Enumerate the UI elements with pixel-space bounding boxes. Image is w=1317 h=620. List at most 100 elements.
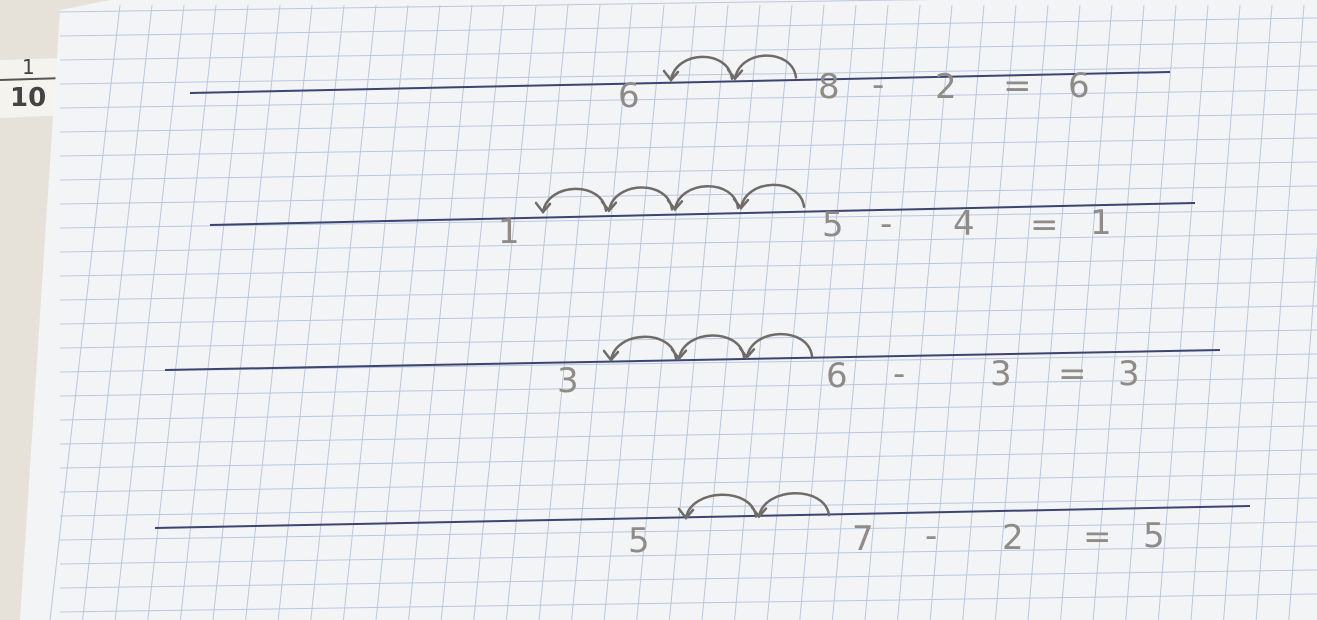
margin-numerator: 1 — [22, 55, 35, 79]
grid-vertical-line — [1288, 246, 1317, 620]
arrowhead — [670, 348, 688, 361]
equation-step: 2 — [1002, 518, 1024, 558]
jump-arc — [733, 54, 798, 80]
grid-horizontal-line — [59, 281, 1317, 301]
landing-number: 5 — [628, 521, 650, 561]
landing-number: 3 — [557, 361, 579, 401]
grid-vertical-line — [408, 4, 473, 620]
equation-step: 4 — [953, 204, 975, 244]
arrowhead — [602, 349, 620, 362]
grid-vertical-line — [962, 4, 1017, 620]
problem-4: 5 7 - 2 = 5 — [628, 516, 1165, 561]
grid-vertical-line — [994, 4, 1049, 620]
equation-operator: - — [880, 204, 892, 244]
equation-step: 2 — [935, 67, 957, 107]
grid-vertical-line — [799, 4, 857, 620]
grid-horizontal-line — [59, 17, 1317, 37]
margin-card — [0, 58, 70, 118]
problem-3: 3 6 - 3 = 3 — [557, 354, 1140, 401]
grid-vertical-line — [473, 4, 537, 620]
grid-vertical-line — [734, 4, 793, 620]
grid-vertical-line — [375, 4, 441, 620]
margin-denominator: 10 — [10, 83, 46, 113]
equation-equals: = — [1030, 205, 1059, 245]
arrowhead — [662, 69, 680, 82]
grid-horizontal-line — [59, 569, 1317, 589]
grid-horizontal-line — [59, 185, 1317, 205]
grid-lines — [49, 0, 1317, 620]
equation-result: 3 — [1118, 354, 1140, 394]
equation-result: 5 — [1143, 516, 1165, 556]
grid-horizontal-line — [59, 137, 1317, 157]
grid-horizontal-line — [59, 0, 933, 13]
arrowhead — [738, 347, 756, 360]
grid-vertical-line — [1125, 4, 1177, 620]
number-line-3 — [164, 349, 1221, 371]
equation-result: 1 — [1090, 203, 1112, 243]
grid-vertical-line — [147, 4, 217, 620]
grid-vertical-line — [571, 4, 633, 620]
grid-vertical-line — [1190, 4, 1241, 620]
grid-vertical-line — [342, 4, 409, 620]
grid-horizontal-line — [59, 209, 1317, 229]
grid-horizontal-line — [59, 41, 1317, 61]
arrowhead — [677, 507, 695, 520]
grid-vertical-line — [1255, 4, 1305, 620]
jump-arc — [739, 183, 806, 210]
equation-step: 3 — [990, 354, 1012, 394]
grid-horizontal-line — [59, 65, 1317, 85]
grid-vertical-line — [1060, 4, 1113, 620]
grid-vertical-line — [766, 4, 825, 620]
equation-start: 6 — [826, 356, 848, 396]
equation-start: 5 — [822, 205, 844, 245]
arrowhead — [732, 197, 750, 211]
grid-horizontal-line — [59, 329, 1317, 349]
equation-operator: - — [893, 354, 905, 394]
equation-operator: - — [872, 65, 884, 105]
grid-horizontal-line — [59, 497, 1317, 517]
jump-arc — [745, 332, 814, 359]
grid-vertical-line — [82, 4, 153, 620]
number-line-2 — [209, 202, 1196, 226]
grid-horizontal-line — [59, 233, 1317, 253]
arrowhead — [534, 201, 552, 214]
grid-horizontal-line — [59, 449, 1317, 469]
number-line-4 — [154, 505, 1251, 529]
equation-equals: = — [1058, 354, 1087, 394]
grid-horizontal-line — [59, 305, 1317, 325]
grid-horizontal-line — [59, 545, 1317, 565]
landing-number: 1 — [498, 212, 520, 252]
grid-vertical-line — [897, 4, 953, 620]
landing-number: 6 — [618, 76, 640, 116]
jump-arcs — [534, 54, 831, 520]
grid-vertical-line — [1157, 4, 1209, 620]
grid-horizontal-line — [59, 161, 1317, 181]
grid-horizontal-line — [59, 593, 1317, 613]
grid-vertical-line — [603, 4, 665, 620]
grid-horizontal-line — [59, 377, 1317, 397]
problem-1: 6 8 - 2 = 6 — [618, 65, 1090, 116]
grid-horizontal-line — [59, 401, 1317, 421]
grid-horizontal-line — [59, 113, 1317, 133]
grid-vertical-line — [440, 4, 505, 620]
arrowhead — [600, 200, 618, 213]
grid-horizontal-line — [59, 257, 1317, 277]
notebook-paper — [20, 0, 1317, 620]
grid-vertical-line — [929, 4, 985, 620]
grid-vertical-line — [1027, 4, 1081, 620]
number-line-1 — [189, 71, 1171, 94]
fraction-bar — [0, 77, 66, 81]
arrowhead — [666, 199, 684, 212]
equation-start: 8 — [818, 67, 840, 107]
equation-operator: - — [925, 516, 937, 556]
equation-equals: = — [1083, 517, 1112, 557]
equation-start: 7 — [852, 519, 874, 559]
grid-vertical-line — [277, 4, 345, 620]
equation-result: 6 — [1068, 66, 1090, 106]
arrowhead — [750, 506, 768, 519]
arrowhead — [726, 68, 744, 81]
grid-vertical-line — [179, 4, 249, 620]
grid-vertical-line — [245, 4, 313, 620]
grid-vertical-line — [538, 4, 601, 620]
